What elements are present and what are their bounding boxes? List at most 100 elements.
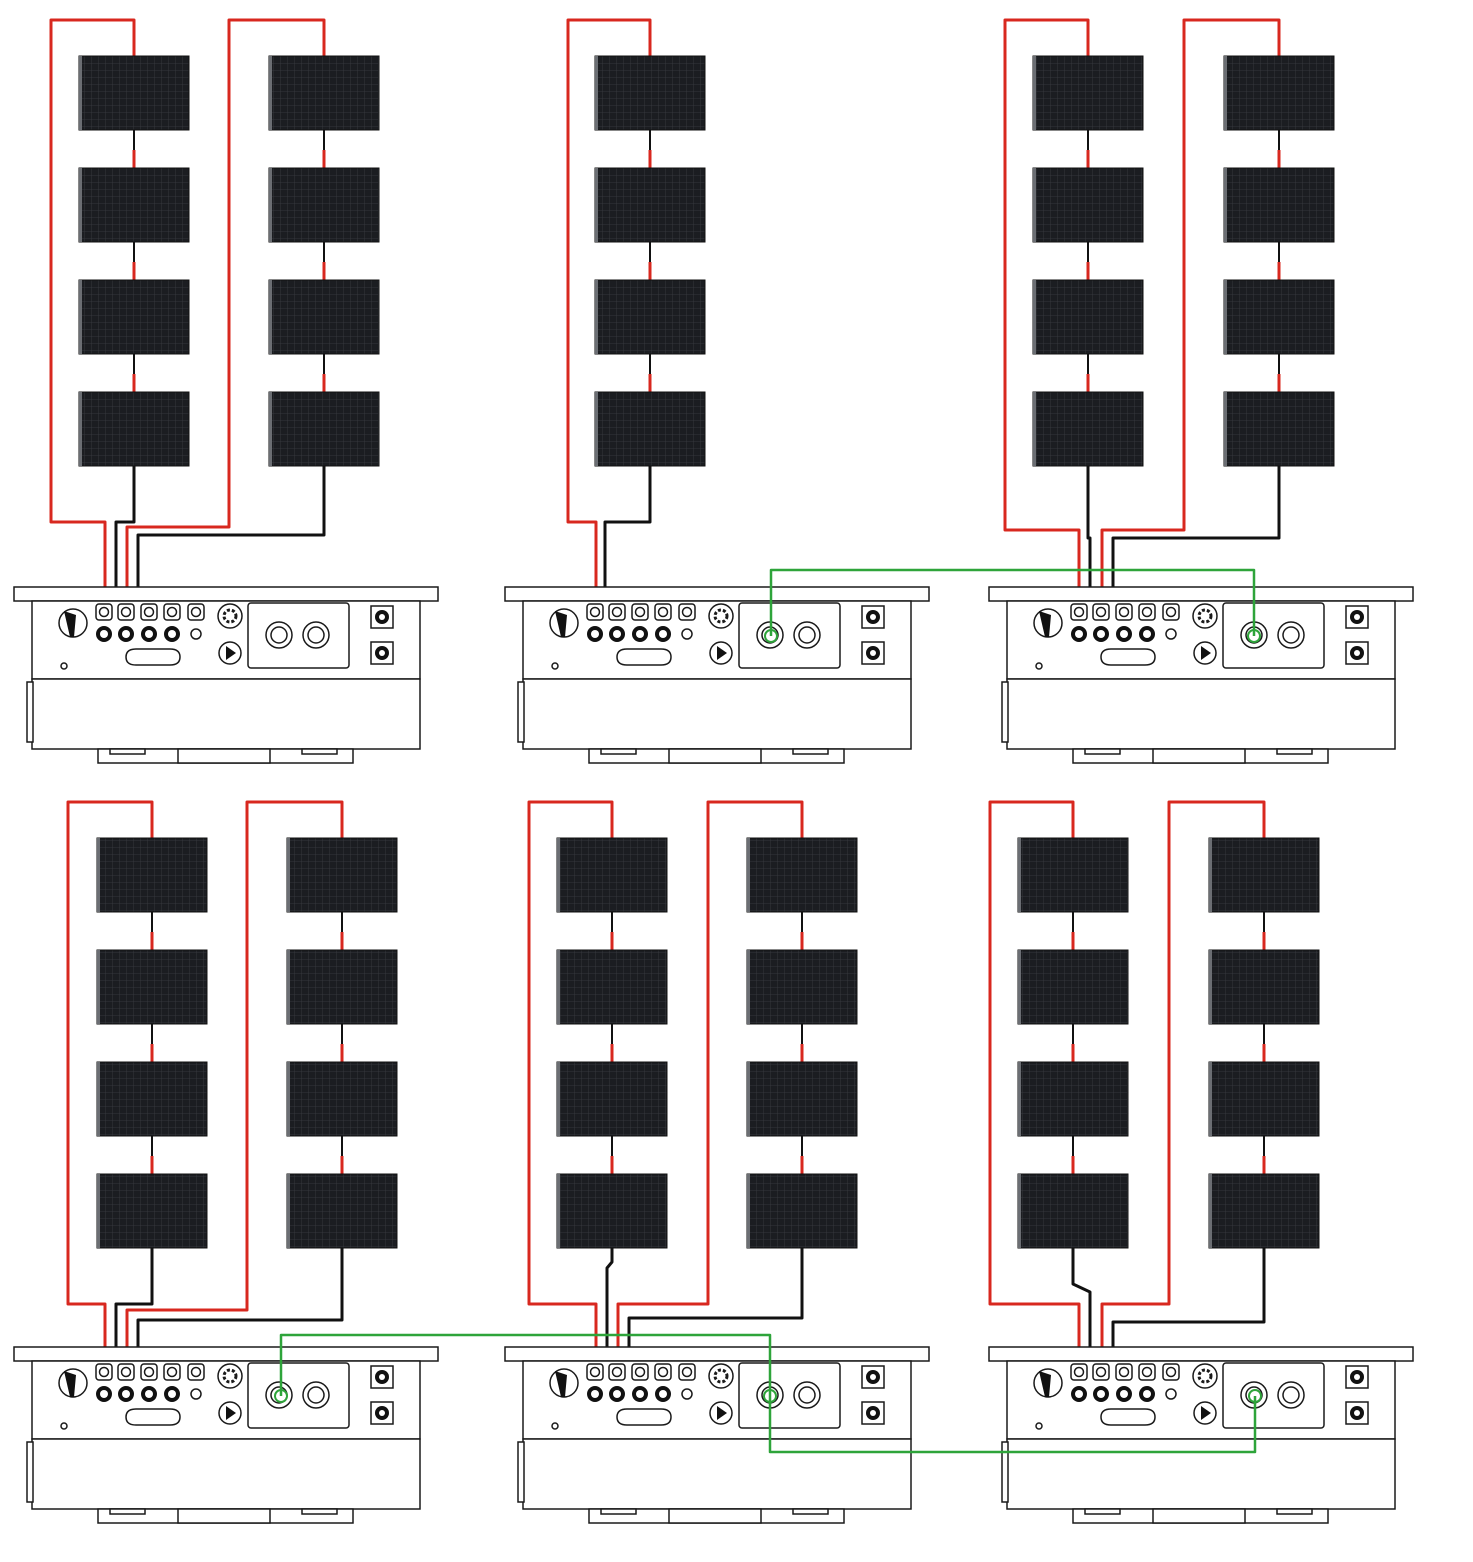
solar-panel-icon — [1208, 949, 1320, 1025]
mc4-connector-icon — [163, 1363, 181, 1381]
string-2-negative — [136, 466, 326, 626]
mc4-connector-icon — [1092, 603, 1110, 621]
mc4-connector-icon — [678, 603, 696, 621]
string-7-positive — [125, 800, 344, 1364]
comm-port-marker — [764, 629, 778, 643]
string-3-negative — [603, 466, 652, 626]
mc4-connector-icon — [1093, 626, 1109, 642]
cable-gland-icon — [793, 621, 821, 649]
solar-panel-icon — [594, 279, 706, 355]
communication-port-icon — [217, 603, 243, 665]
solar-panel-icon — [78, 167, 190, 243]
solar-panel-icon — [78, 391, 190, 467]
cable-gland-icon — [1277, 621, 1305, 649]
mc4-connector-icon — [632, 1386, 648, 1402]
solar-panel-icon — [1223, 55, 1335, 131]
mc4-connector-icon — [1138, 1363, 1156, 1381]
mc4-connector-icon — [632, 626, 648, 642]
ac-terminal-icon — [1345, 641, 1369, 665]
solar-panel-icon — [594, 167, 706, 243]
string-10-negative — [1071, 1248, 1092, 1386]
comm-layer — [274, 568, 1262, 1454]
string-6-negative — [114, 1248, 154, 1386]
mc4-connector-icon — [654, 603, 672, 621]
mc4-connector-icon — [586, 1363, 604, 1381]
solar-panel-icon — [78, 279, 190, 355]
comm-port-marker — [763, 1389, 777, 1403]
cable-gland-icon — [265, 1381, 293, 1409]
solar-panel-icon — [96, 1173, 208, 1249]
mc4-connector-icon — [587, 626, 603, 642]
mc4-connector-icon — [96, 626, 112, 642]
mc4-connector-icon — [140, 603, 158, 621]
inverter-bottom-left — [13, 1346, 439, 1524]
solar-panel-icon — [268, 279, 380, 355]
mc4-connector-icon — [631, 603, 649, 621]
wiring-layer — [49, 18, 1281, 1386]
cable-gland-icon — [265, 621, 293, 649]
cable-gland-icon — [1277, 1381, 1305, 1409]
panels-layer — [78, 55, 1335, 1249]
mc4-connector-icon — [1116, 1386, 1132, 1402]
mc4-connector-icon — [1092, 1363, 1110, 1381]
mc4-connector-icon — [608, 1363, 626, 1381]
string-5-positive — [1100, 18, 1281, 604]
mc4-connector-icon — [654, 1363, 672, 1381]
mc4-connector-icon — [95, 603, 113, 621]
solar-panel-icon — [96, 1061, 208, 1137]
solar-panel-icon — [746, 949, 858, 1025]
solar-panel-icon — [746, 1061, 858, 1137]
ac-terminal-icon — [1345, 1365, 1369, 1389]
ac-terminal-icon — [861, 1401, 885, 1425]
solar-panel-icon — [556, 1061, 668, 1137]
solar-panel-icon — [1032, 391, 1144, 467]
mc4-connector-icon — [164, 1386, 180, 1402]
dc-switch-icon — [1033, 608, 1063, 638]
cable-gland-icon — [793, 1381, 821, 1409]
mc4-connector-icon — [1093, 1386, 1109, 1402]
mc4-connector-icon — [1138, 603, 1156, 621]
solar-panel-icon — [96, 837, 208, 913]
solar-panel-icon — [1223, 279, 1335, 355]
solar-panel-icon — [1223, 391, 1335, 467]
comm-link-bottom — [279, 1333, 1257, 1454]
solar-panel-icon — [286, 949, 398, 1025]
mc4-connector-icon — [678, 1363, 696, 1381]
mc4-connector-icon — [1115, 1363, 1133, 1381]
communication-port-icon — [1192, 603, 1218, 665]
mc4-connector-icon — [609, 626, 625, 642]
mc4-connector-icon — [631, 1363, 649, 1381]
solar-panel-icon — [1208, 1173, 1320, 1249]
inverter-bottom-right — [988, 1346, 1414, 1524]
mc4-connector-icon — [117, 1363, 135, 1381]
cable-gland-icon — [302, 1381, 330, 1409]
solar-panel-icon — [1017, 949, 1129, 1025]
inverters-layer — [13, 586, 1414, 1524]
ac-terminal-icon — [861, 605, 885, 629]
mc4-connector-icon — [1162, 603, 1180, 621]
string-8-positive — [527, 800, 614, 1364]
solar-panel-icon — [1208, 837, 1320, 913]
ac-terminal-icon — [861, 1365, 885, 1389]
mc4-connector-icon — [1139, 626, 1155, 642]
ac-terminal-icon — [861, 641, 885, 665]
mc4-connector-icon — [1070, 603, 1088, 621]
solar-panel-icon — [556, 1173, 668, 1249]
mc4-connector-icon — [1071, 1386, 1087, 1402]
dc-switch-icon — [58, 608, 88, 638]
solar-panel-icon — [78, 55, 190, 131]
ac-terminal-icon — [1345, 605, 1369, 629]
mc4-connector-icon — [95, 1363, 113, 1381]
string-6-positive — [66, 800, 154, 1364]
inverter-bottom-middle — [504, 1346, 930, 1524]
string-10-positive — [988, 800, 1081, 1364]
mc4-connector-icon — [187, 1363, 205, 1381]
mc4-connector-icon — [1116, 626, 1132, 642]
mc4-connector-icon — [1070, 1363, 1088, 1381]
comm-port-marker — [1248, 1389, 1262, 1403]
dc-switch-icon — [58, 1368, 88, 1398]
mc4-connector-icon — [1071, 626, 1087, 642]
comm-port-marker — [1247, 629, 1261, 643]
mc4-connector-icon — [586, 603, 604, 621]
